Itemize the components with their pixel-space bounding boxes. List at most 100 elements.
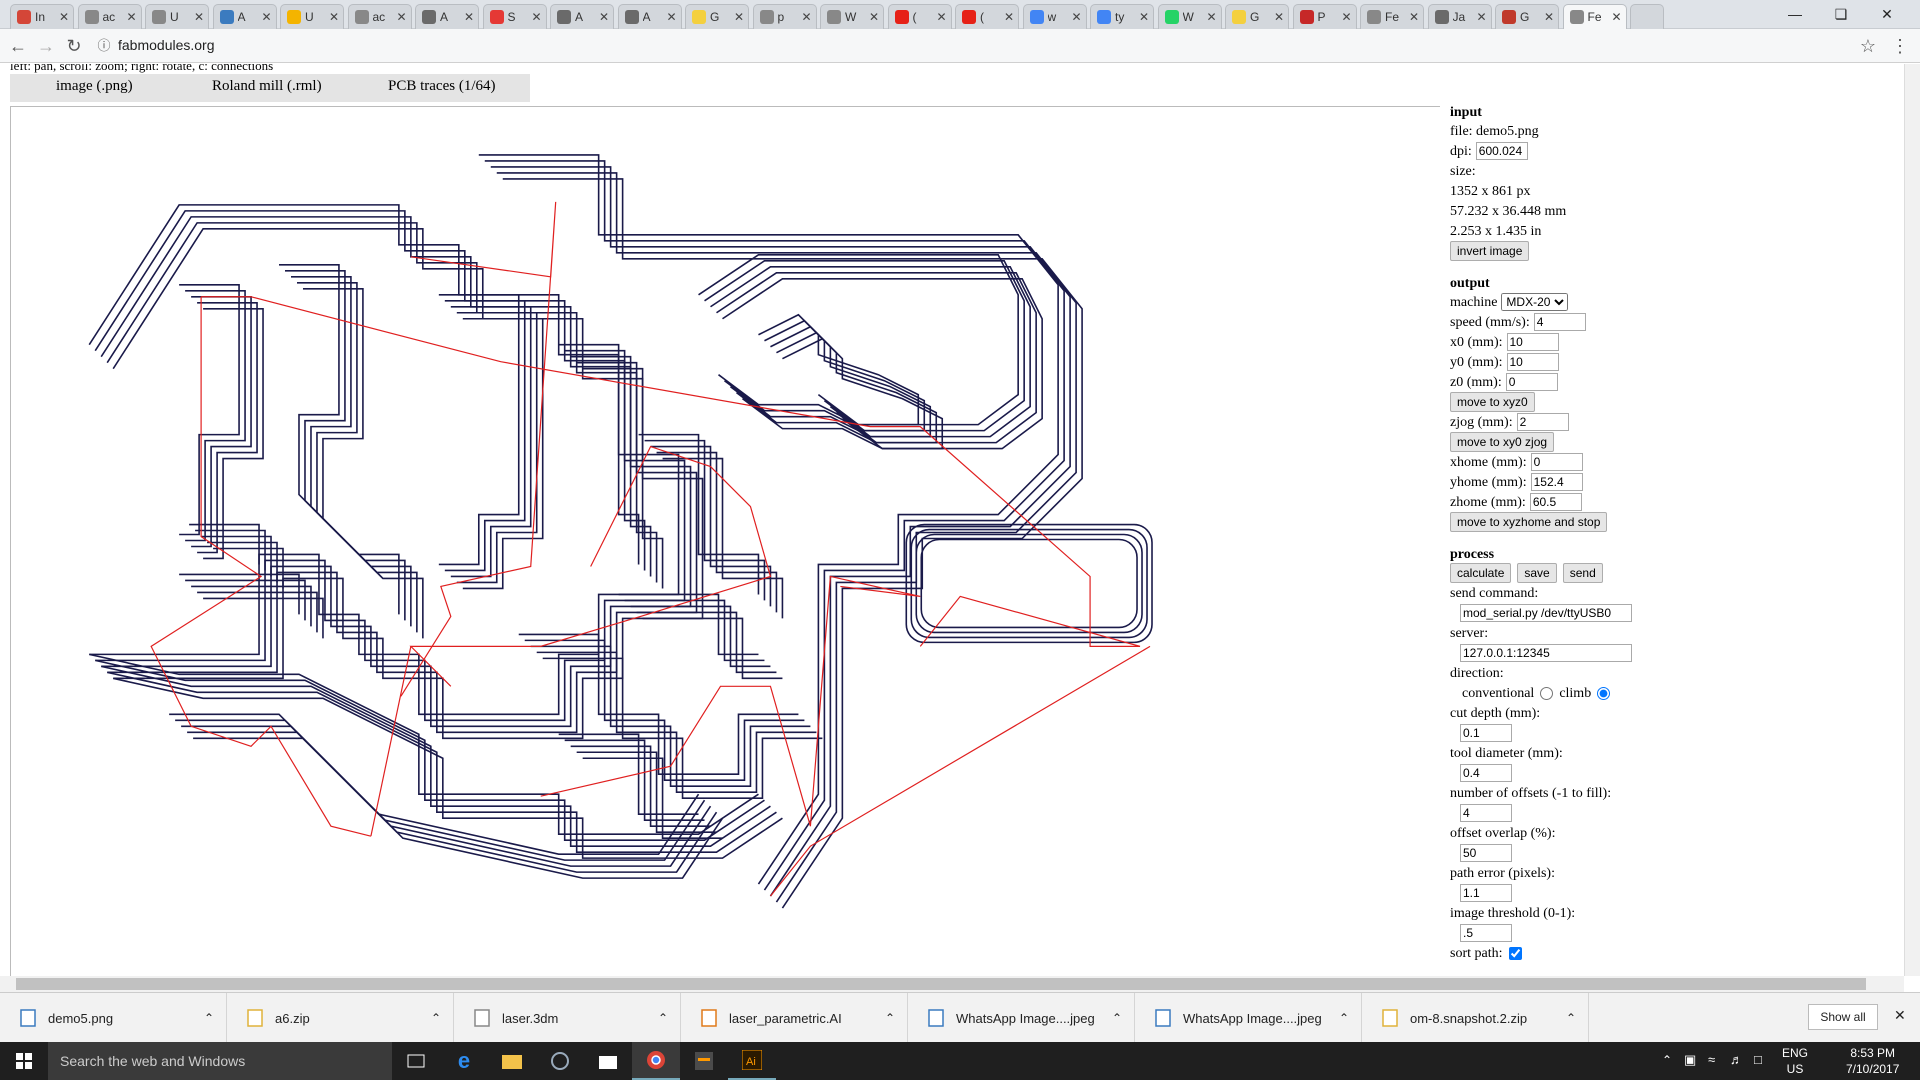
tab-close-icon[interactable]: ✕ [1206,10,1217,24]
new-tab-button[interactable] [1630,4,1664,29]
invert-image-button[interactable]: invert image [1450,241,1530,261]
browser-tab[interactable]: ac✕ [77,4,142,29]
browser-tab[interactable]: W✕ [820,4,884,29]
tray-volume-icon[interactable]: ♬ [1730,1052,1743,1067]
illustrator-icon[interactable]: Ai [728,1042,776,1080]
download-item[interactable]: WhatsApp Image....jpeg⌃ [908,993,1135,1043]
chevron-up-icon[interactable]: ⌃ [203,1011,214,1025]
tab-close-icon[interactable]: ✕ [733,10,744,24]
download-item[interactable]: laser.3dm⌃ [454,993,681,1043]
steam-icon[interactable] [536,1042,584,1080]
url-text[interactable]: fabmodules.org [118,37,215,53]
edge-icon[interactable]: e [457,1048,471,1073]
browser-tab[interactable]: W✕ [1157,4,1222,29]
tab-close-icon[interactable]: ✕ [1071,10,1082,24]
browser-tab[interactable]: A✕ [617,4,682,29]
browser-tab[interactable]: A✕ [550,4,614,29]
tab-close-icon[interactable]: ✕ [58,10,69,24]
browser-tab[interactable]: U✕ [145,4,209,29]
sublime-icon[interactable] [680,1042,728,1080]
browser-tab[interactable]: G✕ [1495,4,1559,29]
chevron-up-icon[interactable]: ⌃ [1338,1011,1349,1025]
zjog-input[interactable] [1516,413,1569,431]
browser-tab[interactable]: Ja✕ [1427,4,1492,29]
reload-icon[interactable]: ↻ [66,36,82,56]
tab-close-icon[interactable]: ✕ [1476,10,1487,24]
back-icon[interactable]: ← [9,36,27,56]
tab-close-icon[interactable]: ✕ [936,10,947,24]
tab-close-icon[interactable]: ✕ [1138,10,1149,24]
send-command-input[interactable] [1460,604,1632,622]
windows-start-icon[interactable] [0,1042,48,1080]
path-error-input[interactable] [1460,884,1512,902]
show-all-button[interactable]: Show all [1808,1004,1878,1030]
chevron-up-icon[interactable]: ⌃ [1111,1011,1122,1025]
browser-tab[interactable]: (✕ [887,4,952,29]
tray-wifi-icon[interactable]: ≈ [1708,1052,1716,1067]
browser-tab[interactable]: ac✕ [347,4,412,29]
download-item[interactable]: WhatsApp Image....jpeg⌃ [1135,993,1362,1043]
horizontal-scrollbar[interactable] [0,976,1904,992]
restore-button[interactable]: ❏ [1834,5,1848,22]
tab-close-icon[interactable]: ✕ [1273,10,1284,24]
send-button[interactable]: send [1562,563,1603,583]
conventional-radio[interactable] [1540,686,1554,700]
tray-notification-icon[interactable]: □ [1754,1052,1762,1067]
zhome-input[interactable] [1529,493,1582,511]
move-to-xy0-zjog-button[interactable]: move to xy0 zjog [1450,432,1555,452]
offsets-input[interactable] [1460,804,1512,822]
browser-tab[interactable]: Fe✕ [1562,4,1627,29]
store-icon[interactable] [584,1042,632,1080]
chevron-up-icon[interactable]: ⌃ [1565,1011,1576,1025]
tab-close-icon[interactable]: ✕ [868,10,879,24]
y0-input[interactable] [1506,353,1559,371]
sort-path-checkbox[interactable] [1508,946,1522,960]
tab-image-png[interactable]: image (.png) [56,78,133,94]
tab-roland-mill[interactable]: Roland mill (.rml) [212,78,322,94]
close-downloads-icon[interactable]: ✕ [1894,1007,1906,1023]
browser-tab[interactable]: A✕ [212,4,277,29]
tab-close-icon[interactable]: ✕ [801,10,812,24]
x0-input[interactable] [1506,333,1559,351]
move-to-xyz0-button[interactable]: move to xyz0 [1450,392,1535,412]
speed-input[interactable] [1533,313,1586,331]
cut-depth-input[interactable] [1460,724,1512,742]
browser-tab[interactable]: w✕ [1022,4,1087,29]
threshold-input[interactable] [1460,924,1512,942]
browser-tab[interactable]: A✕ [415,4,479,29]
climb-radio[interactable] [1597,686,1611,700]
browser-tab[interactable]: (✕ [955,4,1019,29]
tab-close-icon[interactable]: ✕ [1003,10,1014,24]
tab-pcb-traces[interactable]: PCB traces (1/64) [388,78,496,94]
vertical-scrollbar[interactable] [1904,64,1920,976]
download-item[interactable]: a6.zip⌃ [227,993,454,1043]
browser-tab[interactable]: G✕ [1225,4,1289,29]
tab-close-icon[interactable]: ✕ [396,10,407,24]
chevron-up-icon[interactable]: ⌃ [884,1011,895,1025]
tab-close-icon[interactable]: ✕ [666,10,677,24]
tray-chevron-icon[interactable]: ⌃ [1662,1053,1673,1067]
save-button[interactable]: save [1517,563,1557,583]
menu-icon[interactable]: ⋮ [1891,36,1909,56]
tool-diameter-input[interactable] [1460,764,1512,782]
tray-battery-icon[interactable]: ▣ [1684,1052,1697,1067]
browser-tab[interactable]: Fe✕ [1360,4,1424,29]
browser-tab[interactable]: p✕ [752,4,817,29]
browser-tab[interactable]: P✕ [1292,4,1357,29]
taskbar-search[interactable]: Search the web and Windows [48,1042,392,1080]
z0-input[interactable] [1505,373,1558,391]
download-item[interactable]: om-8.snapshot.2.zip⌃ [1362,993,1589,1043]
dpi-input[interactable] [1475,142,1528,160]
tab-close-icon[interactable]: ✕ [1543,10,1554,24]
tab-close-icon[interactable]: ✕ [328,10,339,24]
tab-close-icon[interactable]: ✕ [463,10,474,24]
tab-close-icon[interactable]: ✕ [261,10,272,24]
browser-tab[interactable]: ty✕ [1090,4,1154,29]
forward-icon[interactable]: → [37,36,55,56]
download-item[interactable]: laser_parametric.AI⌃ [681,993,908,1043]
close-window-button[interactable]: ✕ [1881,5,1893,22]
tab-close-icon[interactable]: ✕ [1341,10,1352,24]
calculate-button[interactable]: calculate [1450,563,1512,583]
